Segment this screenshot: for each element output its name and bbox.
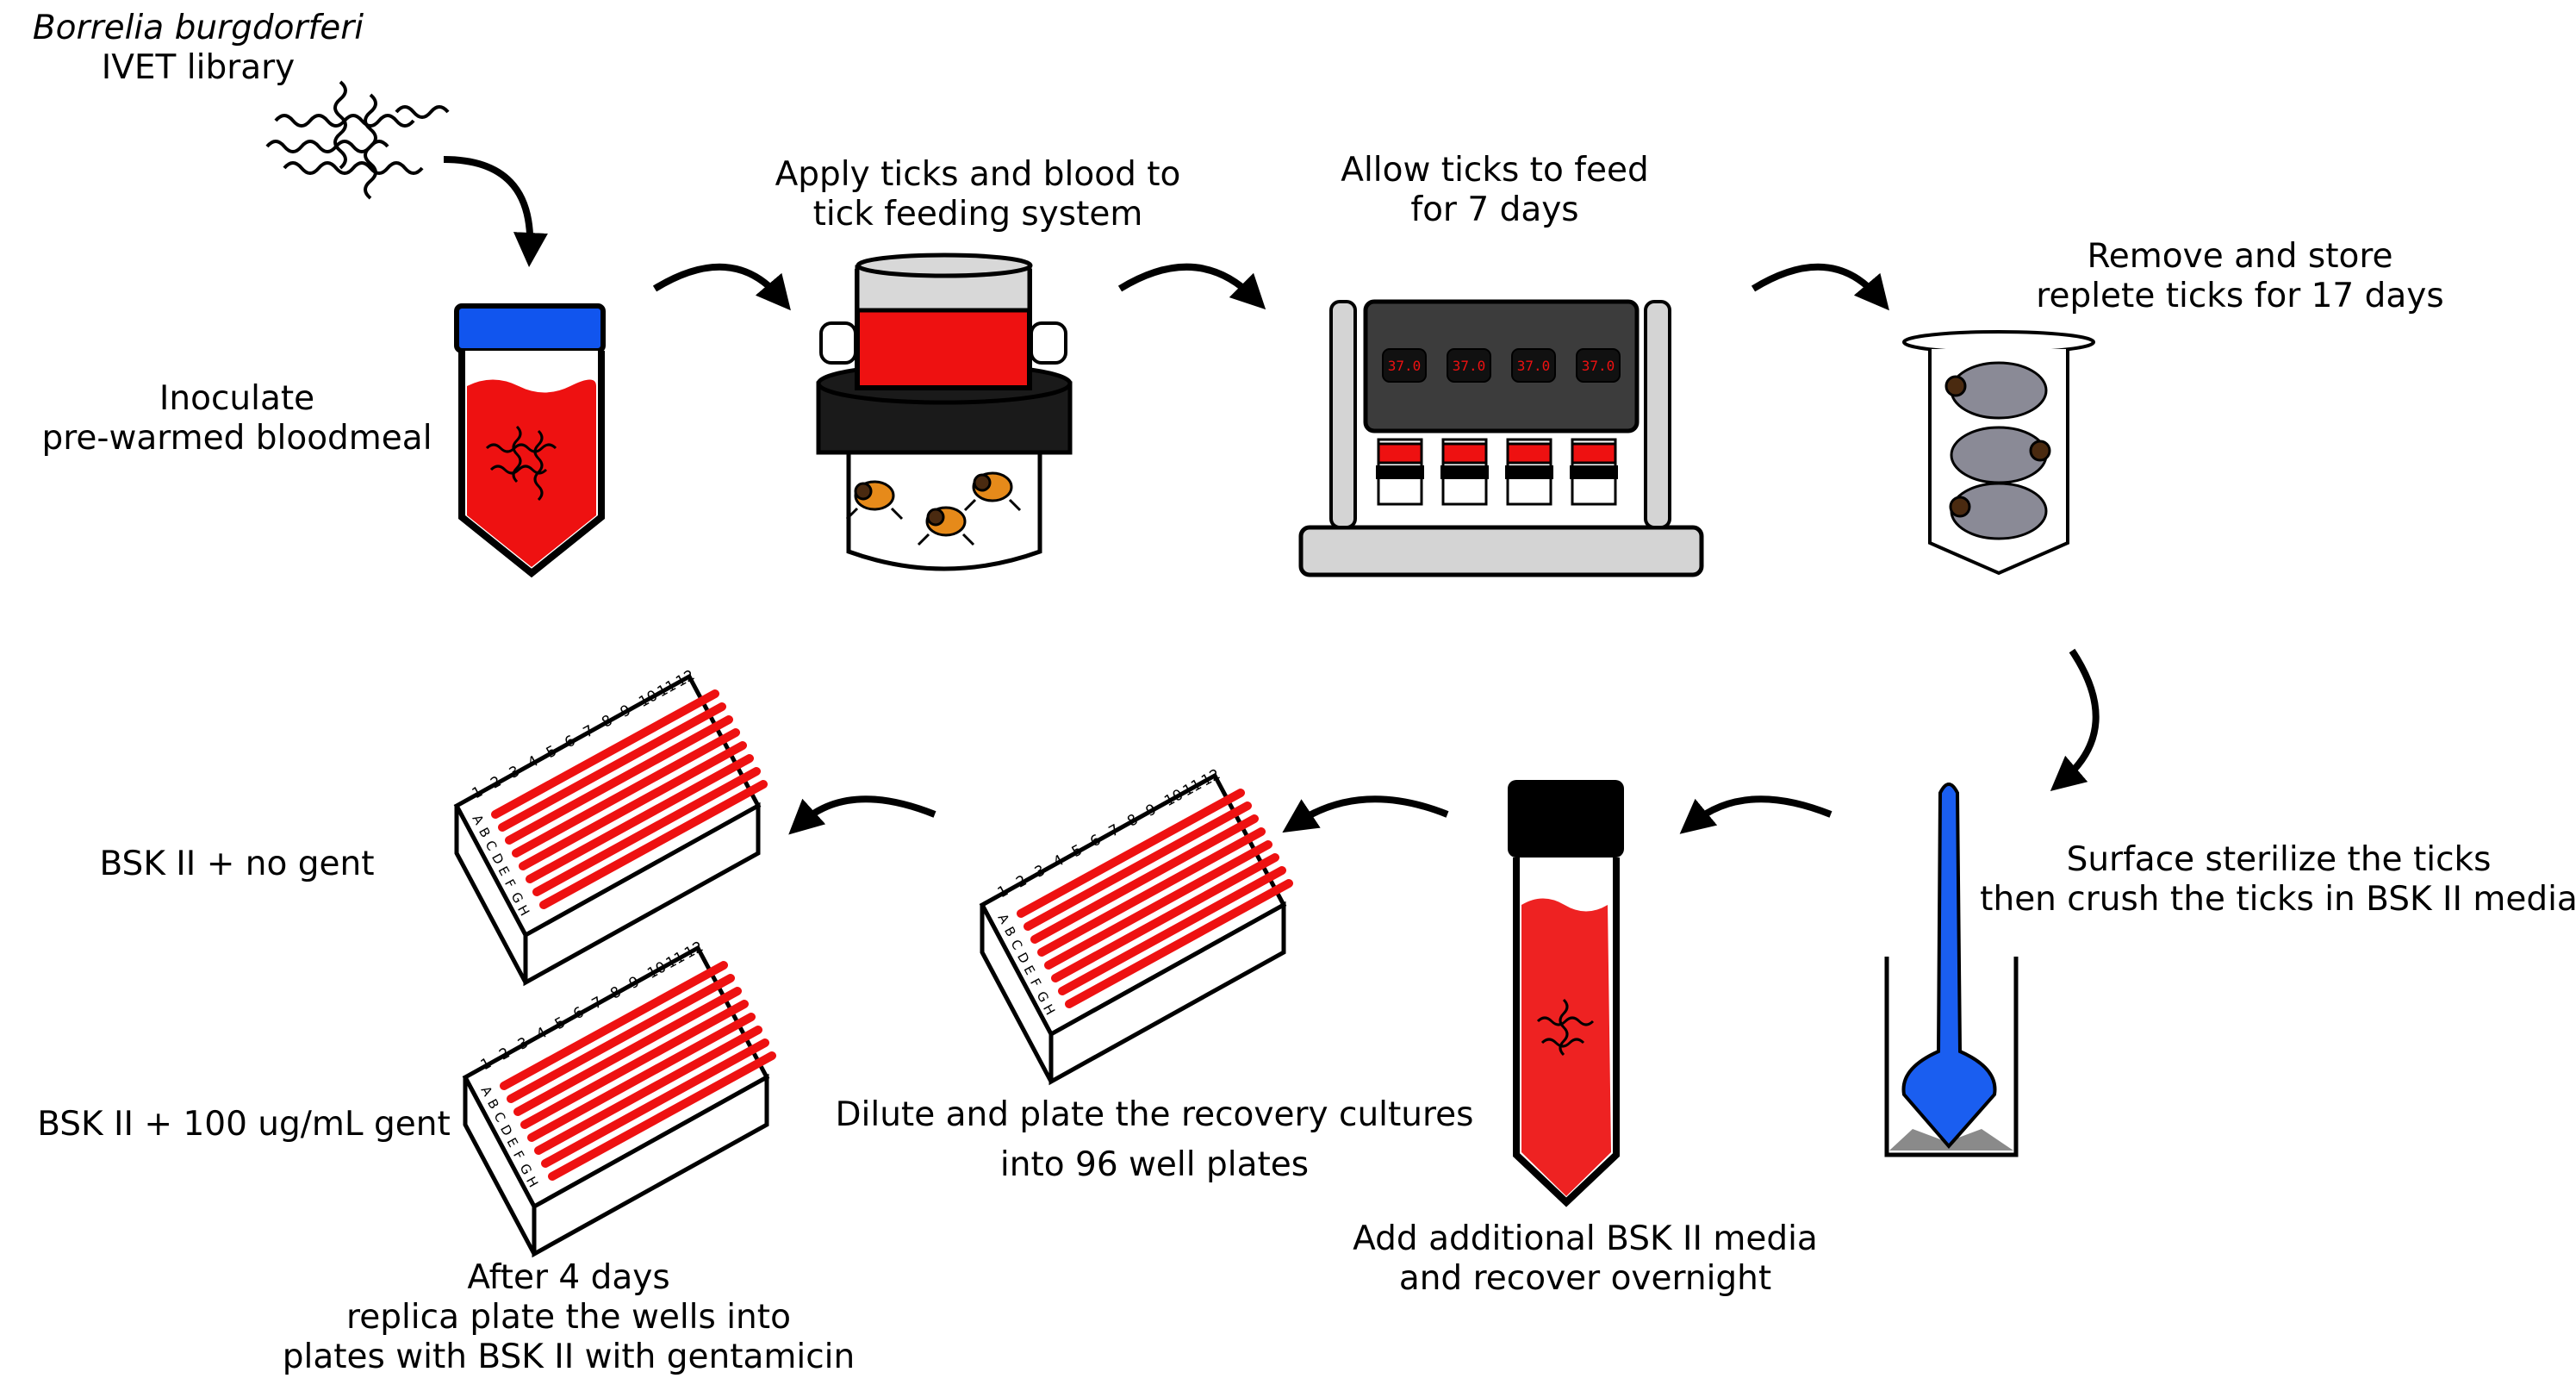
plate-icon-no-gent: [453, 673, 768, 987]
arrow-tube-to-feeder: [652, 263, 791, 311]
storage-beaker-icon: [1902, 330, 2095, 576]
tick-icon: [845, 471, 1022, 546]
arrow-beaker-to-pestle: [2050, 648, 2100, 792]
library-name: IVET library: [101, 48, 296, 87]
spirochete-library-icon: [265, 80, 450, 200]
library-species: Borrelia burgdorferi: [32, 9, 364, 47]
apply-label: Apply ticks and blood to tick feeding sy…: [775, 155, 1181, 234]
library-label: Borrelia burgdorferi IVET library: [33, 9, 364, 88]
feed-label: Allow ticks to feed for 7 days: [1341, 151, 1649, 229]
plate-icon-with-gent: [462, 945, 776, 1258]
no-gent-label: BSK II + no gent: [99, 845, 375, 883]
inoculate-label: Inoculate pre-warmed bloodmeal: [41, 379, 432, 458]
arrow-incubator-to-beaker: [1751, 263, 1889, 311]
arrow-plate-to-replica: [788, 795, 936, 835]
temp-display-4: 37.0: [1582, 358, 1615, 374]
store-label: Remove and store replete ticks for 17 da…: [2036, 237, 2444, 315]
flow-arrows: [443, 156, 2100, 835]
with-gent-label: BSK II + 100 ug/mL gent: [37, 1105, 451, 1144]
temp-display-2: 37.0: [1453, 358, 1486, 374]
arrow-recovery-to-plate: [1282, 795, 1449, 833]
temp-display-3: 37.0: [1517, 358, 1551, 374]
replica-label: After 4 days replica plate the wells int…: [282, 1258, 856, 1376]
recovery-tube-icon: [1508, 780, 1624, 1207]
sterilize-label: Surface sterilize the ticks then crush t…: [1980, 840, 2576, 919]
arrow-feeder-to-incubator: [1117, 263, 1266, 310]
temp-display-1: 37.0: [1388, 358, 1422, 374]
incubator-icon: 37.0 37.0 37.0 37.0: [1298, 299, 1704, 577]
pestle-tube-icon: [1884, 783, 2019, 1157]
blood-tube-icon: [454, 303, 606, 578]
dilute-label: Dilute and plate the recovery cultures i…: [835, 1095, 1474, 1184]
plate-icon-recovery: [979, 772, 1293, 1086]
recover-label: Add additional BSK II media and recover …: [1353, 1219, 1818, 1298]
arrow-pestle-to-recovery: [1679, 795, 1832, 834]
tick-feeding-system-icon: [816, 253, 1073, 571]
arrow-library-to-tube: [443, 156, 548, 267]
